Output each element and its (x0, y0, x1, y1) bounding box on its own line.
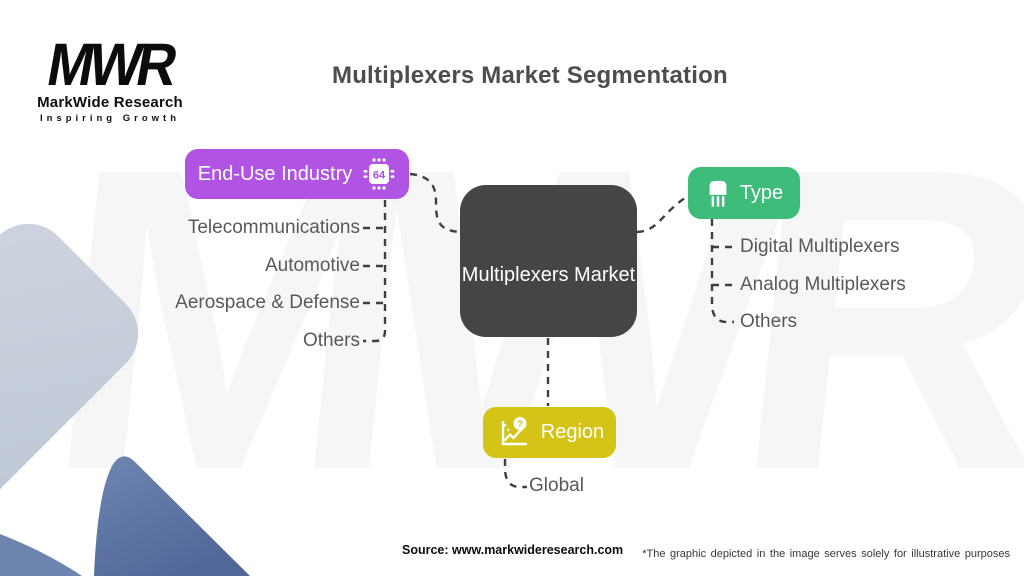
disclaimer-note: *The graphic depicted in the image serve… (642, 548, 1010, 560)
logo-acronym: MWR (42, 31, 178, 98)
transistor-icon (709, 180, 727, 207)
segment-region: ? Region (483, 407, 616, 458)
decor-dark-diamond (94, 456, 250, 576)
segment-end-use-label: End-Use Industry (197, 162, 353, 185)
chip-64-icon: 64 (363, 158, 395, 190)
end-use-item-others: Others (302, 330, 360, 351)
decor-light-diamond (0, 223, 139, 501)
chart-question-icon: ? (501, 416, 527, 445)
logo-name: MarkWide Research (37, 94, 183, 111)
decor-corner-diamond (0, 534, 82, 576)
logo-tagline: Inspiring Growth (40, 113, 180, 124)
center-node-multiplexers-market: Multiplexers Market (460, 185, 637, 337)
segment-type-label: Type (739, 181, 784, 204)
segment-type: Type (688, 167, 800, 219)
markwide-logo: MWR MarkWide Research Inspiring Growth (28, 31, 192, 124)
source-attribution: Source: www.markwideresearch.com (402, 543, 624, 557)
region-item-global: Global (529, 475, 584, 496)
type-item-analog-multiplexers: Analog Multiplexers (740, 274, 906, 295)
segment-end-use-industry: End-Use Industry 64 (185, 149, 409, 199)
svg-text:?: ? (517, 419, 523, 430)
type-item-digital-multiplexers: Digital Multiplexers (740, 236, 900, 257)
page-title: Multiplexers Market Segmentation (332, 62, 728, 89)
end-use-item-automotive: Automotive (264, 255, 360, 276)
center-node-label: Multiplexers Market (461, 264, 636, 286)
end-use-item-telecommunications: Telecommunications (187, 217, 360, 238)
type-item-others: Others (740, 311, 798, 332)
end-use-item-aerospace-defense: Aerospace & Defense (175, 292, 360, 313)
segment-region-label: Region (540, 421, 605, 443)
svg-text:64: 64 (373, 170, 386, 182)
